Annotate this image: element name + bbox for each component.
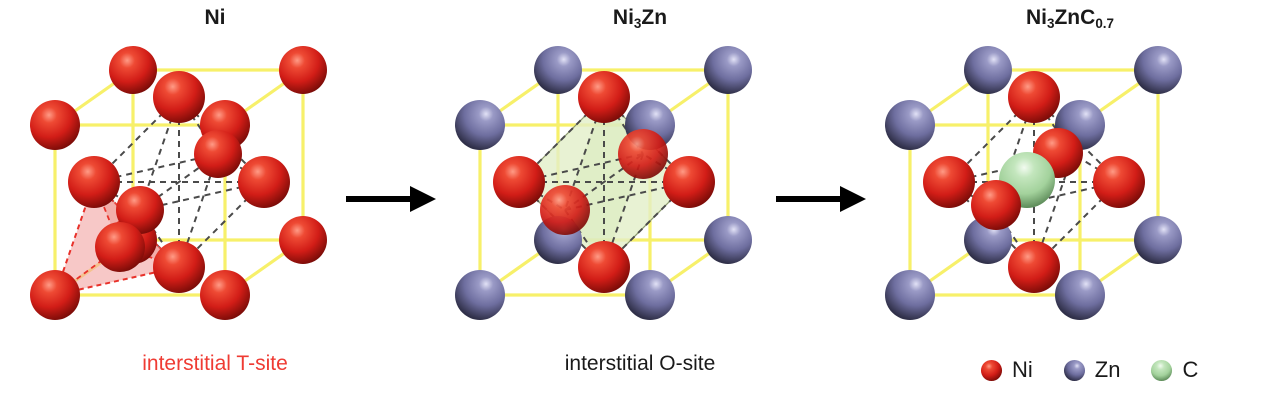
panel-title-ni3znc07-main: Ni	[1026, 6, 1047, 29]
atom-ni-corner	[109, 46, 157, 94]
caption-interstitial-o-site: interstitial O-site	[564, 352, 716, 375]
panel-ni3znc07: Ni3ZnC0.7	[855, 0, 1280, 400]
legend-label-c: C	[1182, 357, 1199, 382]
legend-item-ni: Ni	[980, 359, 1033, 382]
atom-zn-corner	[625, 270, 675, 320]
panel-title-ni: Ni	[0, 6, 430, 30]
atom-zn-corner	[1055, 270, 1105, 320]
atom-ni-corner	[200, 270, 250, 320]
atom-zn-corner	[885, 100, 935, 150]
arrow-ni-to-ni3zn	[346, 186, 436, 212]
unit-cell-ni3zn	[455, 46, 752, 320]
legend-item-c: C	[1150, 359, 1198, 382]
atom-ni-face-center	[493, 156, 545, 208]
atom-ni-corner	[30, 100, 80, 150]
atom-ni-face-center	[153, 241, 205, 293]
panel-title-ni3znc07-sub: 3	[1047, 16, 1055, 32]
caption-interstitial-t-site: interstitial T-site	[142, 352, 288, 375]
atom-zn-corner	[1134, 216, 1182, 264]
atom-ni-face-center	[663, 156, 715, 208]
panel-title-ni-text: Ni	[204, 6, 226, 29]
atom-zn-corner	[534, 46, 582, 94]
atom-ni-face-center	[1093, 156, 1145, 208]
atom-zn-corner	[455, 100, 505, 150]
atom-ni-corner	[30, 270, 80, 320]
atom-zn-corner	[885, 270, 935, 320]
atoms-ni3znc07	[885, 46, 1182, 320]
zn-sphere-icon	[1063, 359, 1085, 381]
atom-ni-face-center	[923, 156, 975, 208]
panel-title-ni3znc07: Ni3ZnC0.7	[855, 6, 1280, 32]
panel-title-ni3zn-sub: 3	[633, 16, 642, 32]
atom-ni-face-center	[578, 241, 630, 293]
ni-sphere-icon	[980, 359, 1003, 381]
arrow-ni3zn-to-ni3znc	[776, 186, 866, 212]
atom-ni-face-center	[68, 156, 120, 208]
atom-zn-corner	[1134, 46, 1182, 94]
panel-title-ni3zn-tail: Zn	[641, 6, 668, 29]
atom-ni-face-center	[238, 156, 290, 208]
c-sphere-icon	[1151, 359, 1173, 381]
atom-zn-corner	[455, 270, 505, 320]
atom-zn-corner	[704, 216, 752, 264]
unit-cell-ni3znc07	[885, 46, 1182, 320]
atom-ni-tetra-corner	[95, 222, 145, 272]
unit-cell-ni	[30, 46, 327, 320]
atom-ni-face-center	[116, 186, 164, 234]
atoms-ni	[30, 46, 327, 320]
panel-title-ni3zn: Ni3Zn	[425, 6, 855, 32]
atom-ni-face-center	[153, 71, 205, 123]
panel-title-ni3znc07-tail: ZnC	[1054, 6, 1096, 29]
atom-ni-face-center	[1008, 241, 1060, 293]
legend-label-ni: Ni	[1012, 357, 1033, 382]
atom-ni-face-center	[540, 185, 590, 235]
panel-ni: Ni	[0, 0, 430, 400]
atom-ni-face-center	[194, 130, 242, 178]
atom-ni-face-center	[971, 180, 1021, 230]
panel-title-ni3zn-main: Ni	[612, 6, 634, 29]
atoms-ni3zn	[455, 46, 752, 320]
panel-ni3zn: Ni3Zn	[425, 0, 855, 400]
legend-item-zn: Zn	[1063, 357, 1121, 382]
legend-label-zn: Zn	[1094, 357, 1121, 382]
atom-zn-corner	[964, 46, 1012, 94]
legend: Ni Zn	[980, 350, 1260, 390]
atom-ni-corner	[279, 46, 327, 94]
atom-ni-face-center	[578, 71, 630, 123]
atom-ni-face-center	[618, 129, 668, 179]
atom-zn-corner	[704, 46, 752, 94]
panel-title-ni3znc07-sub2: 0.7	[1095, 16, 1114, 32]
atom-ni-face-center	[1008, 71, 1060, 123]
atom-ni-corner	[279, 216, 327, 264]
